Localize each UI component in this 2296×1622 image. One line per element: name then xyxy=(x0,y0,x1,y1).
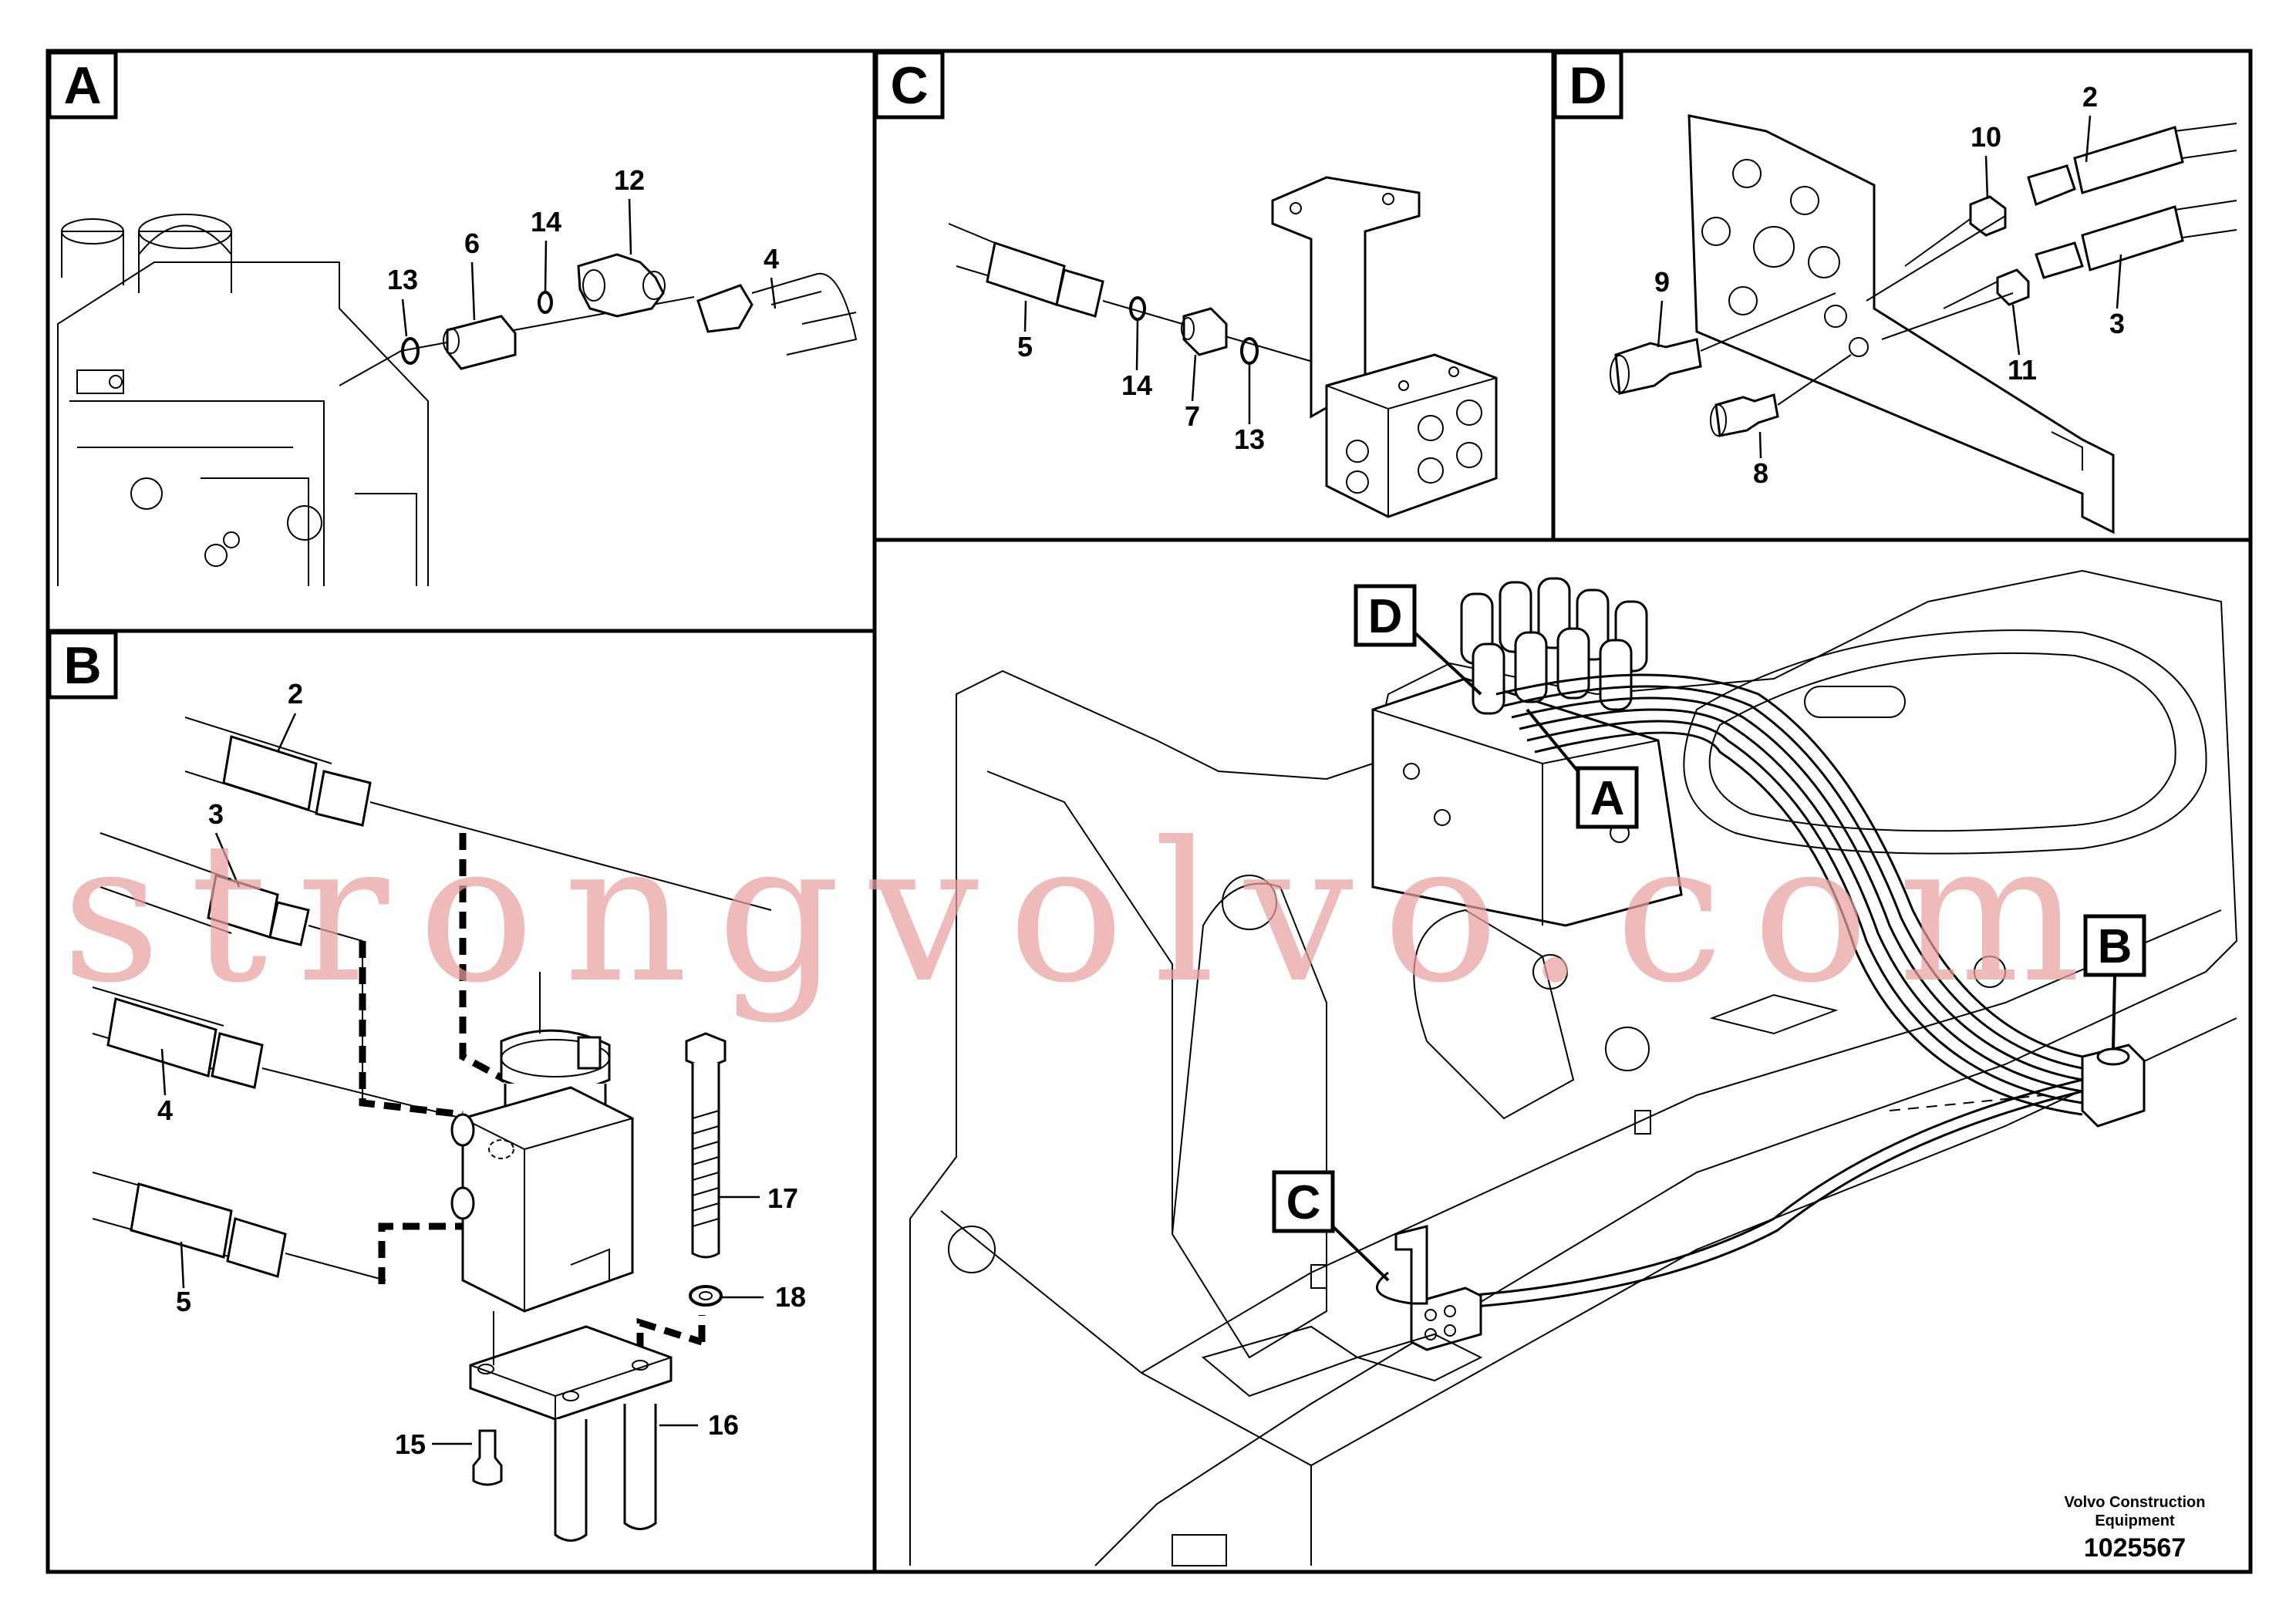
callout-d-10: 10 xyxy=(1971,121,2001,153)
overview-label-a: A xyxy=(1526,708,1639,829)
overview-label-b: B xyxy=(2083,914,2146,1050)
callout-a-12: 12 xyxy=(614,164,645,196)
panel-d-callouts: 2 10 9 11 3 8 xyxy=(1654,81,2125,489)
svg-text:A: A xyxy=(63,56,101,115)
callout-a-4: 4 xyxy=(764,243,779,275)
callout-b-16: 16 xyxy=(708,1409,739,1441)
callout-d-9: 9 xyxy=(1654,266,1670,298)
svg-text:B: B xyxy=(63,636,101,695)
svg-text:A: A xyxy=(1590,772,1625,825)
callout-b-3: 3 xyxy=(208,798,224,830)
footer: Volvo Construction Equipment 1025567 xyxy=(2065,1494,2206,1563)
callout-a-6: 6 xyxy=(464,228,480,259)
panel-b-badge: B xyxy=(47,630,118,700)
callout-d-8: 8 xyxy=(1753,457,1768,489)
callout-b-4: 4 xyxy=(157,1094,173,1126)
panel-a-callouts: 13 6 14 12 4 xyxy=(387,164,779,337)
callout-c-7: 7 xyxy=(1185,400,1200,432)
panel-d-drawing xyxy=(1610,114,2237,534)
callout-b-5: 5 xyxy=(176,1286,191,1317)
drawing-number: 1025567 xyxy=(2084,1533,2186,1563)
callout-b-17: 17 xyxy=(767,1182,798,1214)
callout-a-13: 13 xyxy=(387,264,418,295)
panel-c-callouts: 5 14 7 13 xyxy=(1017,300,1265,455)
panel-a-drawing xyxy=(57,214,858,586)
callout-a-14: 14 xyxy=(531,206,561,238)
callout-b-2: 2 xyxy=(288,678,303,710)
svg-text:C: C xyxy=(1286,1176,1321,1229)
callout-b-18: 18 xyxy=(775,1281,806,1313)
panel-a-badge: A xyxy=(47,50,118,120)
overview-frame xyxy=(872,538,2253,1574)
overview-label-d: D xyxy=(1354,584,1482,696)
callout-c-13: 13 xyxy=(1234,423,1265,455)
svg-text:D: D xyxy=(1368,590,1403,643)
callout-b-15: 15 xyxy=(395,1428,426,1460)
panel-c-drawing xyxy=(948,176,1498,518)
callout-d-11: 11 xyxy=(2008,354,2037,386)
panel-b-drawing xyxy=(92,717,772,1542)
svg-text:B: B xyxy=(2098,920,2132,973)
overview-label-c: C xyxy=(1272,1170,1390,1282)
svg-text:C: C xyxy=(890,56,928,115)
watermark: strongvolvo.com xyxy=(62,801,2110,1025)
overview-drawing xyxy=(909,569,2238,1566)
callout-d-2: 2 xyxy=(2082,81,2098,113)
maker-line-1: Volvo Construction xyxy=(2065,1494,2206,1511)
panel-d-badge: D xyxy=(1553,50,1623,120)
panel-c-badge: C xyxy=(874,50,945,120)
callout-c-14: 14 xyxy=(1121,369,1152,401)
callout-d-3: 3 xyxy=(2109,308,2125,339)
panel-b-callouts: 2 3 4 5 17 18 15 16 xyxy=(157,678,806,1460)
callout-c-5: 5 xyxy=(1017,331,1033,363)
svg-text:D: D xyxy=(1569,56,1607,115)
maker-line-2: Equipment xyxy=(2095,1512,2175,1529)
